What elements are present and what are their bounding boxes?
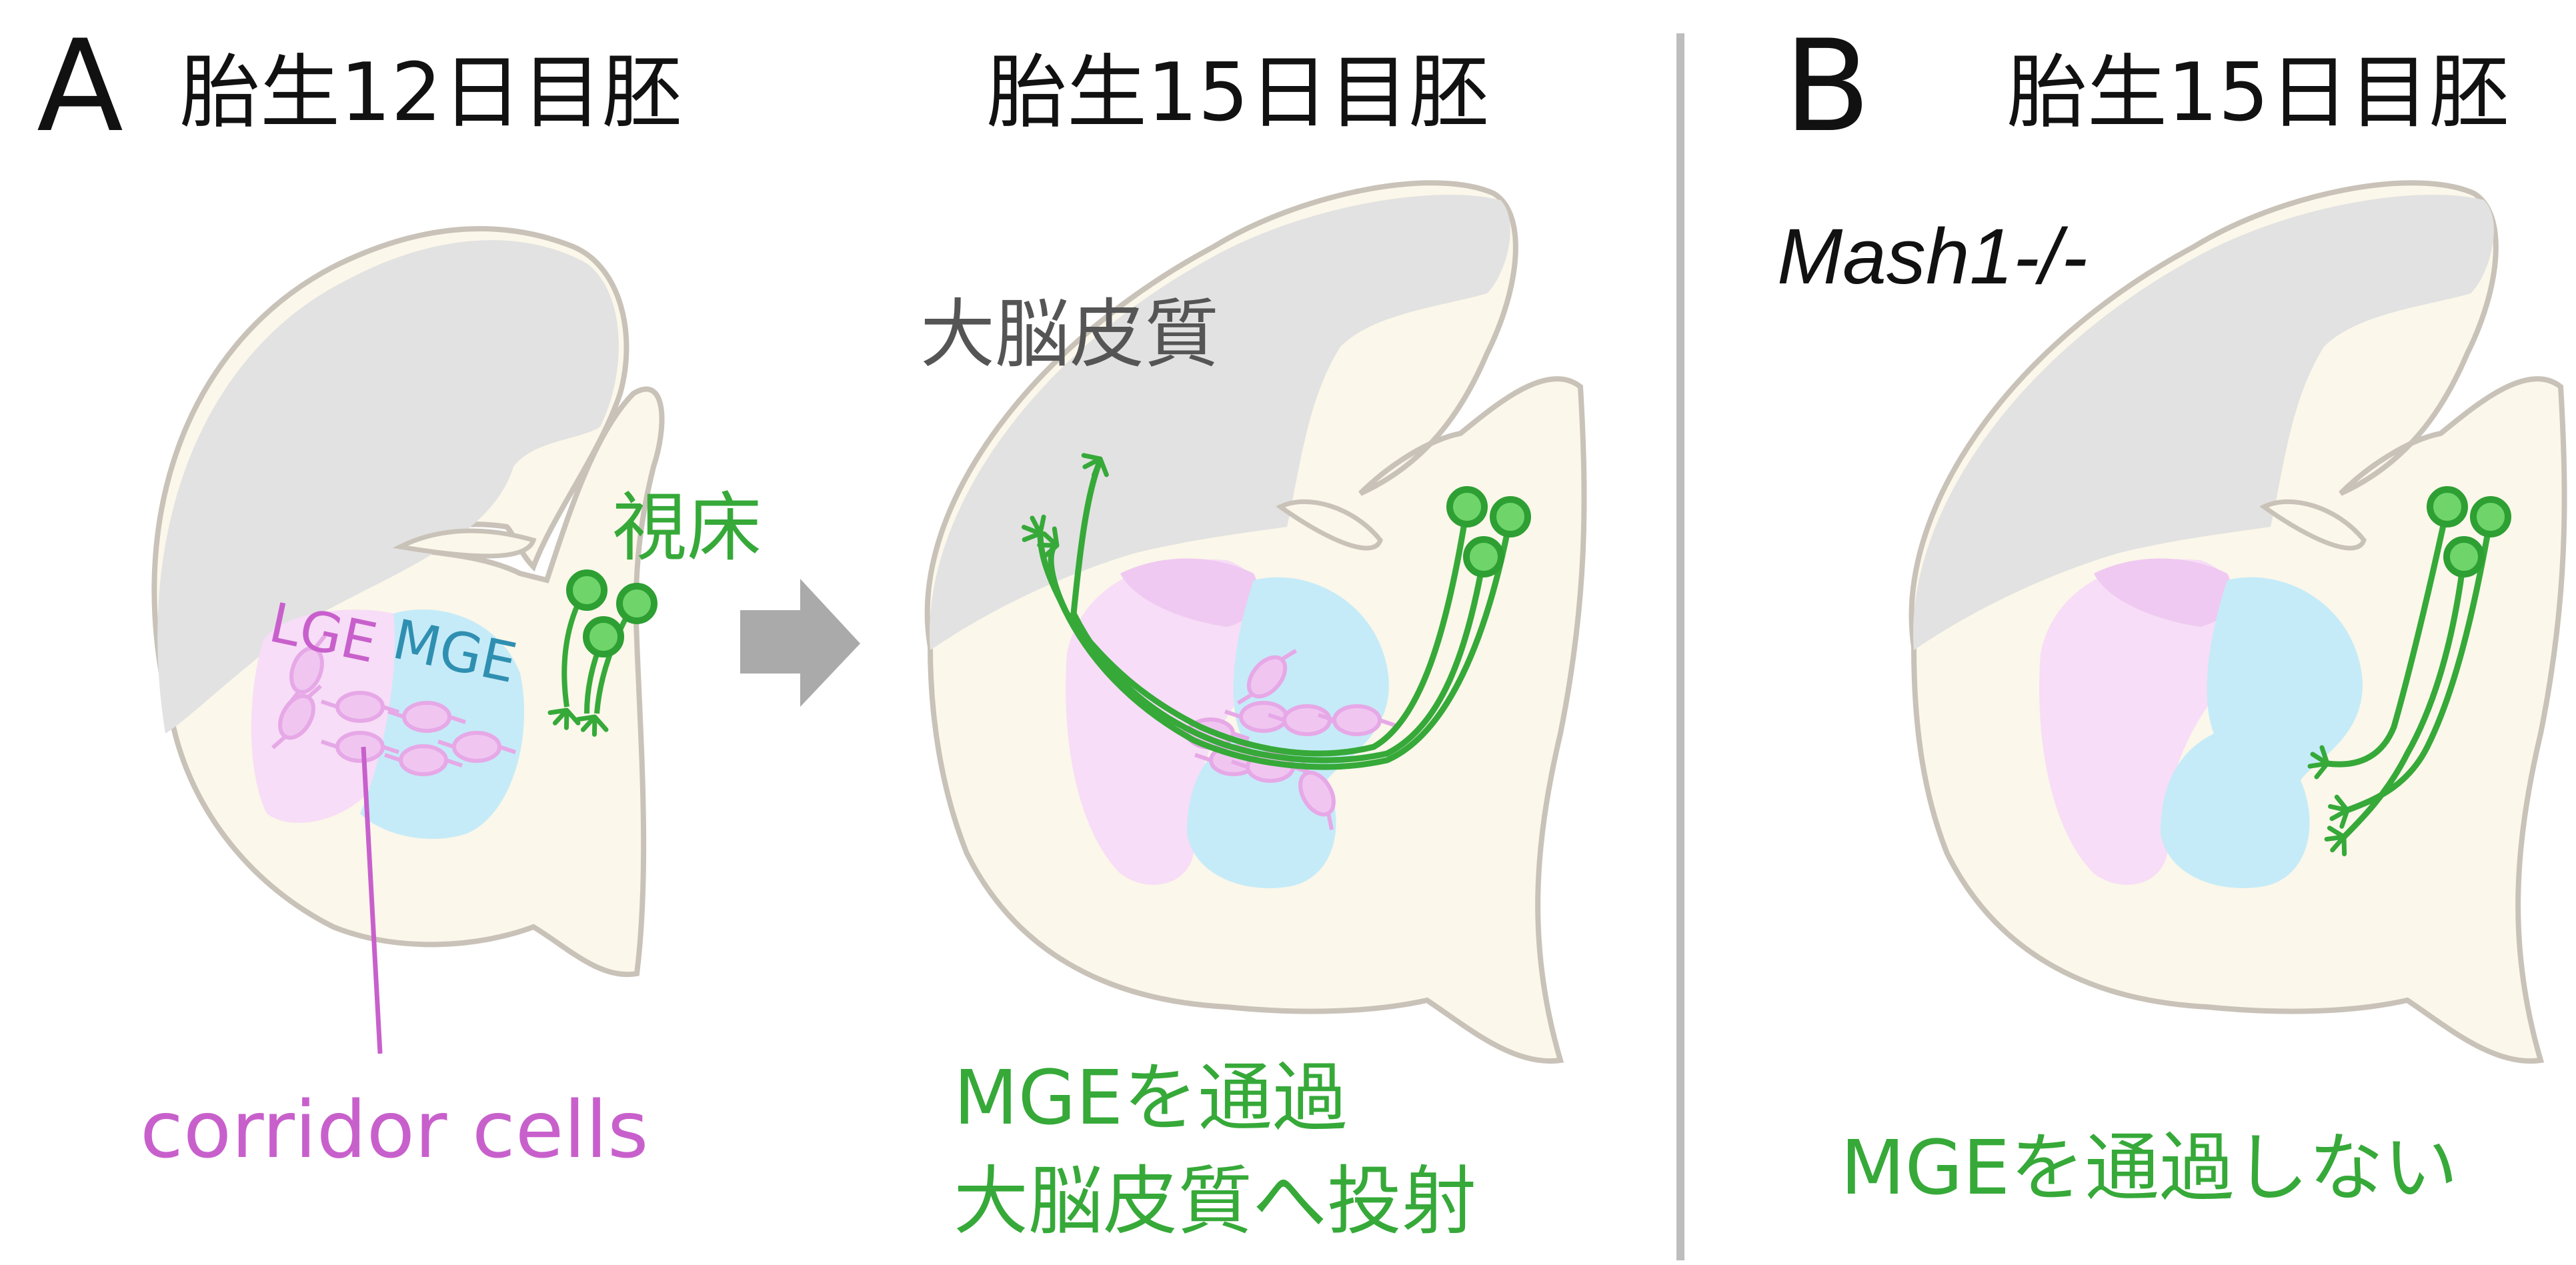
mutant-mge-region — [2161, 577, 2363, 888]
e15-caption-line1: MGEを通過 — [954, 1055, 1347, 1142]
cortex-label: 大脳皮質 — [920, 291, 1219, 378]
thalamic-neuron — [2430, 489, 2465, 524]
e12-thalamic-neurons — [548, 573, 654, 736]
e15-lge-dark-cap — [1120, 558, 1259, 627]
panel-a-e15-brain — [924, 180, 1587, 1064]
panel-b-letter: B — [1784, 13, 1870, 160]
panel-a-letter: A — [37, 13, 123, 160]
e15-ventricle-notch — [1276, 499, 1383, 551]
e15-thalamocortical-axons — [1018, 451, 1528, 770]
thalamic-neuron — [2473, 499, 2508, 534]
mutant-lge-region — [2039, 559, 2246, 885]
e12-cortex-gray — [157, 240, 619, 734]
e12-ventricle-notch — [392, 528, 537, 559]
mutant-caption: MGEを通過しない — [1840, 1125, 2458, 1212]
corridor-pointer-line — [361, 746, 383, 1054]
thalamic-neuron — [1450, 489, 1484, 524]
mutant-ventricle-notch — [2259, 499, 2367, 551]
e12-title: 胎生12日目胚 — [180, 47, 682, 139]
mutant-title: 胎生15日目胚 — [2007, 47, 2509, 139]
thalamic-neuron — [2447, 539, 2481, 574]
e15-mge-region — [1187, 577, 1389, 888]
panel-a-e12-brain — [151, 226, 665, 1054]
progression-arrow — [740, 579, 860, 707]
genotype-label: Mash1-/- — [1777, 213, 2088, 301]
mutant-cortex-gray — [1913, 195, 2494, 650]
thalamic-neuron — [1466, 539, 1501, 574]
mutant-lge-dark-cap — [2094, 558, 2233, 627]
thalamic-neuron — [569, 573, 604, 607]
panel-b-e15-brain — [1908, 180, 2567, 1064]
thalamic-neuron — [1493, 499, 1528, 534]
e15-caption-line2: 大脳皮質へ投射 — [954, 1158, 1476, 1245]
e15-cortex-gray — [930, 195, 1510, 650]
mutant-thalamic-axons — [2310, 489, 2508, 858]
corridor-cells-label: corridor cells — [140, 1084, 648, 1176]
thalamus-label: 視床 — [612, 485, 762, 571]
e15-title: 胎生15日目胚 — [987, 47, 1489, 139]
thalamic-neuron — [586, 619, 621, 654]
thalamic-neuron — [619, 586, 654, 621]
